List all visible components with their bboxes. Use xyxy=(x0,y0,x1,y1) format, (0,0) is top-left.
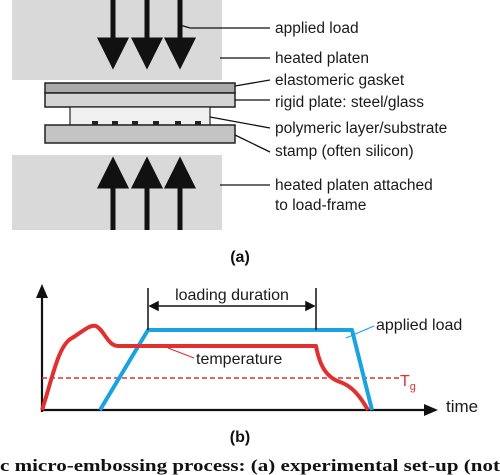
label-rigid-plate: rigid plate: steel/glass xyxy=(275,94,424,111)
process-plot: loading duration applied load temperatur… xyxy=(36,284,478,446)
x-axis-arrowhead xyxy=(424,404,438,416)
temperature-curve xyxy=(40,323,370,411)
label-temperature: temperature xyxy=(196,351,282,368)
rigid-plate-layer xyxy=(44,92,236,108)
y-axis-arrowhead xyxy=(36,284,48,298)
tg-sub: g xyxy=(410,381,416,393)
leader-lines xyxy=(179,24,271,186)
applied-load-curve xyxy=(98,328,374,412)
tg-main: T xyxy=(400,373,410,390)
stamp-layer xyxy=(44,124,236,144)
label-heated-platen-frame-2: to load-frame xyxy=(275,197,366,214)
label-applied-load-a: applied load xyxy=(275,20,359,37)
stamp-features xyxy=(92,121,201,125)
up-arrows xyxy=(96,156,197,230)
applied-load-leader xyxy=(345,325,375,339)
label-heated-platen-frame-1: heated platen attached xyxy=(275,177,433,194)
down-arrows xyxy=(96,0,197,70)
loading-duration-marker xyxy=(147,288,317,330)
setup-diagram: applied load heated platen elastomeric g… xyxy=(12,0,447,266)
sublabel-a: (a) xyxy=(230,249,250,266)
elastomeric-gasket-layer xyxy=(44,82,236,94)
label-heated-platen: heated platen xyxy=(275,50,369,67)
temperature-leader xyxy=(167,347,195,359)
sublabel-b: (b) xyxy=(230,429,250,446)
polymeric-layer xyxy=(69,106,211,126)
label-loading-duration: loading duration xyxy=(175,287,289,304)
figure-caption: c micro-embossing process: (a) experimen… xyxy=(0,456,500,475)
label-applied-load-b: applied load xyxy=(376,317,462,334)
label-tg: Tg xyxy=(400,373,416,393)
label-polymeric-layer: polymeric layer/substrate xyxy=(275,120,447,137)
label-elastomeric-gasket: elastomeric gasket xyxy=(275,72,405,89)
label-time: time xyxy=(446,397,478,416)
label-stamp: stamp (often silicon) xyxy=(275,143,414,160)
